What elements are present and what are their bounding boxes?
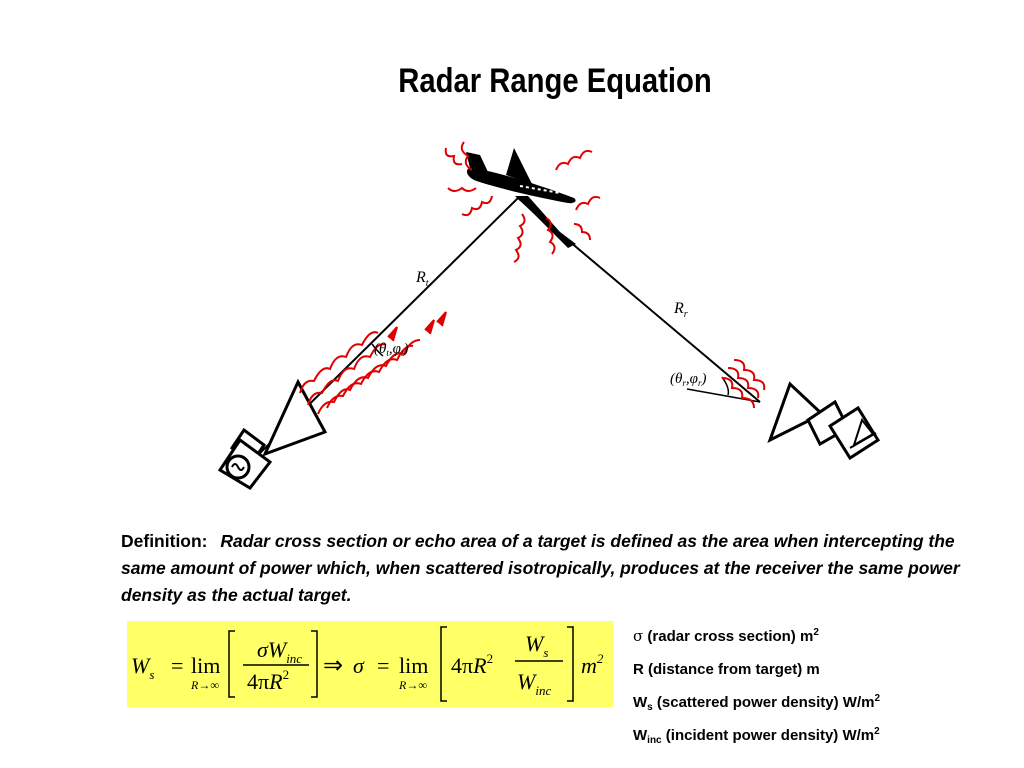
- scatter-wave-left: [447, 186, 477, 192]
- formula-bracket-right-2: [567, 626, 574, 702]
- range-rx-label: Rr: [673, 300, 688, 320]
- angle-rx-label: (θr,φr): [670, 371, 706, 388]
- formula-lim-sub-1: R→∞: [190, 678, 219, 692]
- formula-4pir2-2: 4πR2: [451, 651, 493, 678]
- radar-diagram: Rt Rr (θt,φt) (θr,φr): [217, 141, 881, 490]
- legend-item-r: R (distance from target) m: [633, 661, 820, 678]
- formula-lim-2: lim: [399, 653, 428, 678]
- rcs-formula-box: Ws = lim R→∞ σWinc 4πR2 ⇒ σ = lim R→∞ 4π…: [127, 621, 613, 707]
- scatter-wave-downright: [573, 223, 591, 241]
- formula-4pir2: 4πR2: [247, 667, 289, 694]
- scatter-wave-down: [513, 213, 526, 263]
- receiver-icon: [767, 381, 881, 461]
- rx-wave-1: [727, 367, 760, 399]
- formula-bracket-left-2: [440, 626, 447, 702]
- rx-wave-2: [721, 377, 755, 409]
- formula-winc-den: Winc: [517, 669, 551, 698]
- formula-sigma-w: σWinc: [257, 637, 302, 666]
- wave-group: [299, 141, 766, 415]
- formula-bracket-right-1: [311, 630, 318, 698]
- legend-item-sigma: σ (radar cross section) m2: [633, 627, 819, 645]
- legend-item-winc: Winc (incident power density) W/m2: [633, 726, 880, 746]
- rcs-formula: Ws = lim R→∞ σWinc 4πR2 ⇒ σ = lim R→∞ 4π…: [131, 626, 604, 702]
- formula-ws-num: Ws: [525, 631, 548, 660]
- tx-wave-2: [307, 343, 387, 406]
- tx-wave-4: [326, 344, 414, 409]
- transmitter-icon: [217, 378, 328, 490]
- tx-wave-1: [299, 331, 379, 394]
- formula-equals-1: =: [171, 653, 183, 678]
- formula-ws: Ws: [131, 653, 154, 682]
- tx-wave-arrow-3: [436, 311, 447, 327]
- formula-unit: m2: [581, 651, 604, 678]
- formula-lim-1: lim: [191, 653, 220, 678]
- tx-angle-arc: [371, 343, 384, 357]
- tx-wave-arrow-1: [387, 326, 398, 342]
- aircraft-icon: [466, 148, 576, 248]
- tx-wave-arrow-2: [424, 319, 435, 335]
- page-title: Radar Range Equation: [398, 62, 712, 100]
- rx-wave-3: [733, 359, 766, 391]
- formula-lim-sub-2: R→∞: [398, 678, 427, 692]
- scatter-wave-downleft: [461, 195, 493, 217]
- scatter-wave-upright: [555, 149, 593, 171]
- definition-body: Radar cross section or echo area of a ta…: [121, 531, 960, 605]
- symbol-legend: σ (radar cross section) m2 R (distance f…: [633, 621, 880, 753]
- formula-bracket-left-1: [228, 630, 235, 698]
- scatter-wave-upleft: [444, 147, 463, 166]
- scatter-wave-up: [460, 141, 473, 171]
- tx-wave-3: [317, 339, 421, 415]
- formula-sigma: σ: [353, 653, 365, 678]
- range-tx-label: Rt: [415, 269, 429, 289]
- angle-tx-label: (θt,φt): [374, 341, 408, 358]
- scatter-wave-down2: [545, 217, 556, 255]
- definition-label: Definition:: [121, 531, 208, 551]
- formula-implies: ⇒: [323, 653, 343, 679]
- scatter-wave-right: [575, 195, 601, 211]
- formula-equals-2: =: [377, 653, 389, 678]
- legend-item-ws: Ws (scattered power density) W/m2: [633, 693, 881, 713]
- definition-text: Definition: Radar cross section or echo …: [121, 528, 1001, 609]
